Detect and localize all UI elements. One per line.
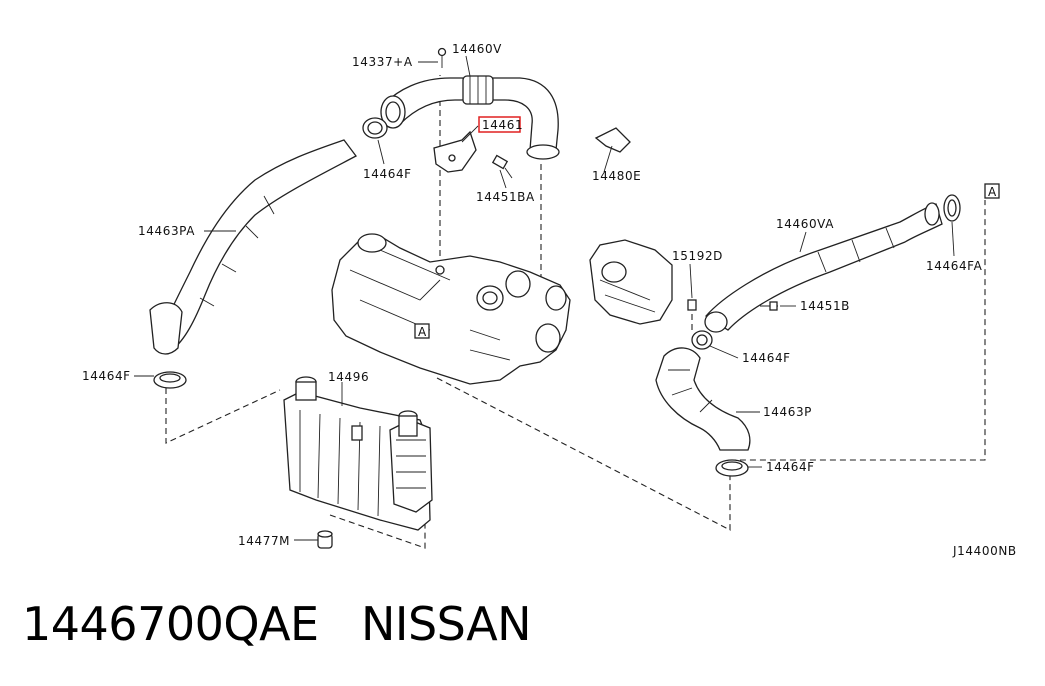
turbocharger-assembly xyxy=(331,233,571,385)
callout-14464fa[interactable]: 14464FA xyxy=(926,259,983,273)
reference-a-engine: A xyxy=(418,325,427,339)
callout-14464f-left[interactable]: 14464F xyxy=(82,369,131,383)
clamp-14464f-upper xyxy=(362,117,388,139)
bolt-14337a xyxy=(437,47,447,68)
callout-14451ba[interactable]: 14451BA xyxy=(476,190,535,204)
callout-14463p[interactable]: 14463P xyxy=(763,405,812,419)
reference-a-boxes: A A xyxy=(414,183,1000,339)
callout-14461-highlight-box xyxy=(478,116,521,133)
callout-14460va[interactable]: 14460VA xyxy=(776,217,834,231)
intercooler-14496 xyxy=(283,376,433,531)
callout-14337a[interactable]: 14337+A xyxy=(352,55,413,69)
callout-14464f-upper[interactable]: 14464F xyxy=(363,167,412,181)
hose-14463pa xyxy=(149,139,357,355)
bracket-14461 xyxy=(433,130,477,173)
air-pipe-14460v xyxy=(380,75,560,160)
callout-14496[interactable]: 14496 xyxy=(328,370,369,384)
hose-14463p xyxy=(655,347,751,451)
bolt-14451b xyxy=(760,301,778,311)
bolt-14451ba xyxy=(491,154,513,179)
part-caption: 1446700QAE NISSAN xyxy=(22,597,532,651)
leader-lines xyxy=(134,55,955,541)
callout-14477m[interactable]: 14477M xyxy=(238,534,290,548)
clamp-14464f-left xyxy=(153,371,187,389)
caption-part-number: 1446700QAE xyxy=(22,597,319,651)
clamp-14464f-right xyxy=(691,330,713,350)
callout-14464f-lower[interactable]: 14464F xyxy=(766,460,815,474)
air-pipe-14460va xyxy=(704,202,943,333)
callout-14463pa[interactable]: 14463PA xyxy=(138,224,195,238)
clamp-14464f-lower xyxy=(715,459,749,477)
diagram-code: J14400NB xyxy=(952,544,1017,558)
callout-15192d[interactable]: 15192D xyxy=(672,249,723,263)
callout-14451b[interactable]: 14451B xyxy=(800,299,850,313)
throttle-housing-15192d xyxy=(589,239,697,325)
callout-14460v[interactable]: 14460V xyxy=(452,42,502,56)
caption-brand: NISSAN xyxy=(360,597,532,651)
callout-14461[interactable]: 14461 xyxy=(482,118,523,132)
callout-14464f-right[interactable]: 14464F xyxy=(742,351,791,365)
callout-14480e[interactable]: 14480E xyxy=(592,169,641,183)
clamp-14464fa xyxy=(943,194,961,222)
clip-14480e xyxy=(594,127,631,153)
callout-labels: 14337+A 14460V 14461 14480E 14464F 14451… xyxy=(82,42,1017,558)
mount-14477m xyxy=(317,530,333,549)
reference-a-pipe: A xyxy=(988,185,997,199)
